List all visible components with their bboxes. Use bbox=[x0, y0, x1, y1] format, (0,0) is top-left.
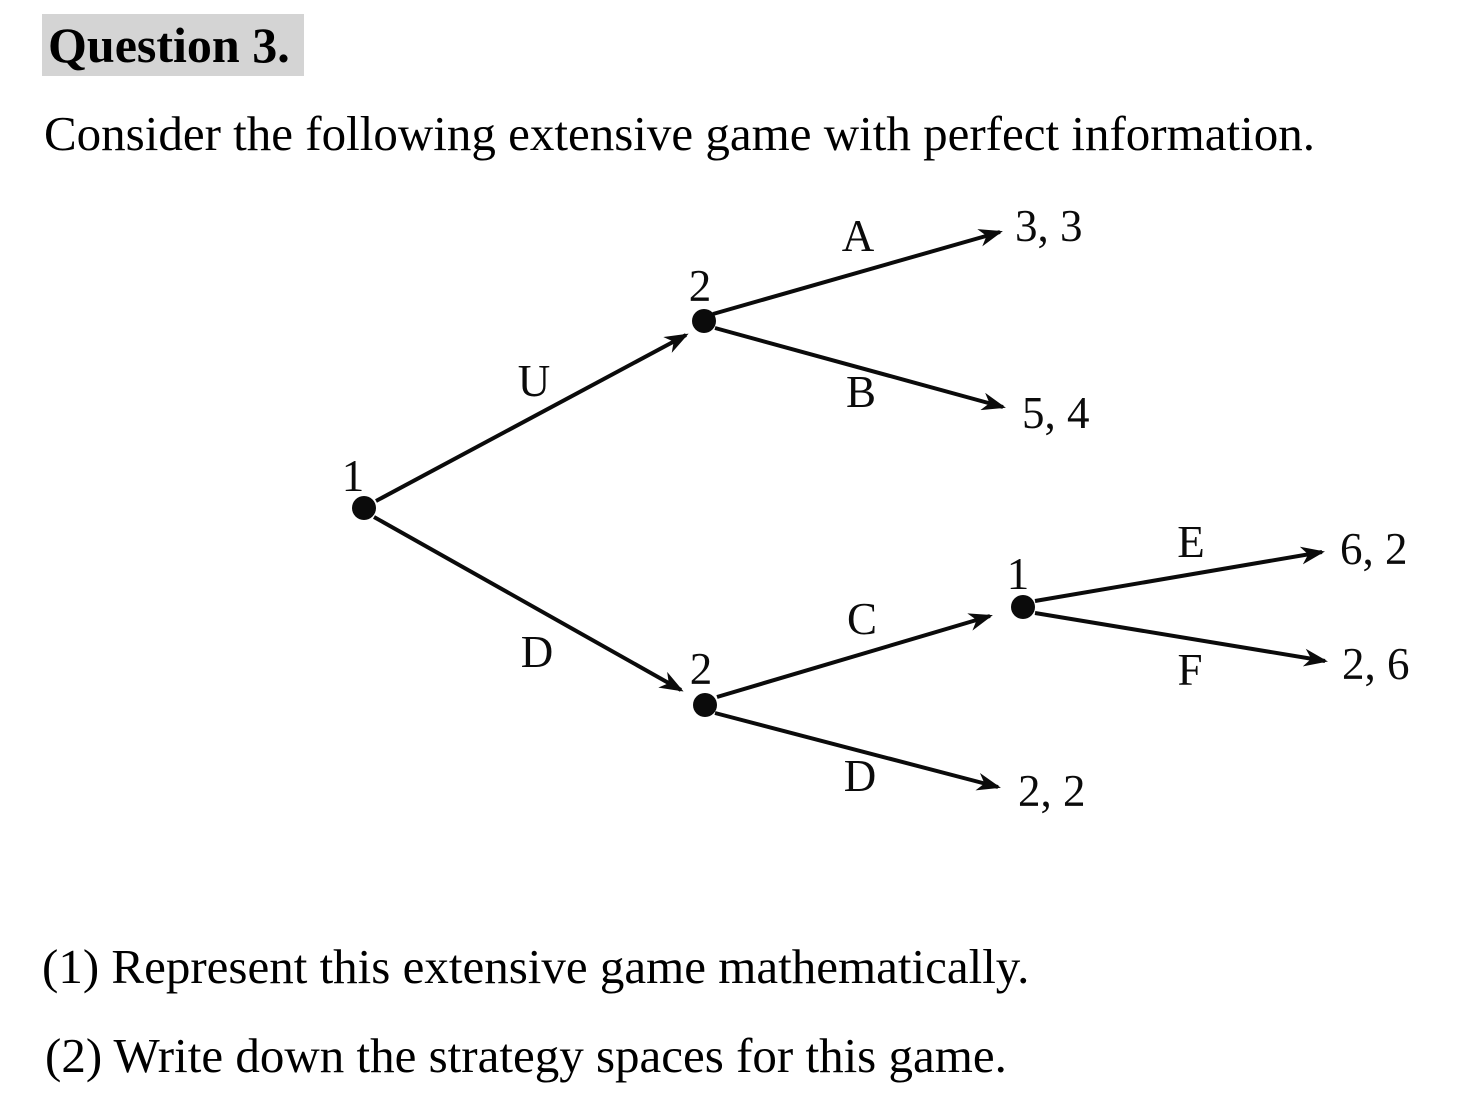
node-1-second-dot bbox=[1011, 595, 1035, 619]
question-part-1: (1) Represent this extensive game mathem… bbox=[42, 939, 1030, 994]
payoff-D: 2, 2 bbox=[1018, 766, 1086, 816]
question-title: Question 3. bbox=[42, 14, 304, 76]
edge-U-label: U bbox=[518, 356, 551, 406]
node-2-lower-label: 2 bbox=[690, 644, 713, 694]
payoff-E: 6, 2 bbox=[1340, 524, 1408, 574]
question-part-2: (2) Write down the strategy spaces for t… bbox=[45, 1028, 1007, 1083]
node-1-root-dot bbox=[352, 496, 376, 520]
payoff-A: 3, 3 bbox=[1015, 201, 1083, 251]
node-1-second-label: 1 bbox=[1007, 549, 1030, 599]
node-2-upper-label: 2 bbox=[689, 261, 712, 311]
edge-U-arrow bbox=[375, 333, 689, 503]
edge-C-label: C bbox=[847, 594, 877, 644]
edge-D-left-arrow bbox=[373, 515, 684, 692]
edge-B-arrow bbox=[714, 326, 1006, 411]
intro-text: Consider the following extensive game wi… bbox=[44, 106, 1315, 161]
edge-F-arrow bbox=[1034, 611, 1328, 667]
edge-F-label: F bbox=[1177, 645, 1202, 695]
payoff-B: 5, 4 bbox=[1022, 388, 1090, 438]
edge-C-arrow bbox=[716, 613, 993, 699]
edge-E-label: E bbox=[1177, 517, 1205, 567]
edge-D-right-label: D bbox=[844, 751, 877, 801]
edge-D-right-arrow bbox=[714, 711, 1001, 791]
node-1-root-label: 1 bbox=[342, 451, 365, 501]
edge-A-arrow bbox=[712, 229, 1003, 316]
payoff-F: 2, 6 bbox=[1342, 639, 1410, 689]
node-2-upper-dot bbox=[692, 309, 716, 333]
edge-E-arrow bbox=[1034, 546, 1325, 603]
node-2-lower-dot bbox=[693, 693, 717, 717]
edge-B-label: B bbox=[846, 367, 876, 417]
edge-A-label: A bbox=[842, 211, 875, 261]
edge-D-left-label: D bbox=[521, 627, 554, 677]
